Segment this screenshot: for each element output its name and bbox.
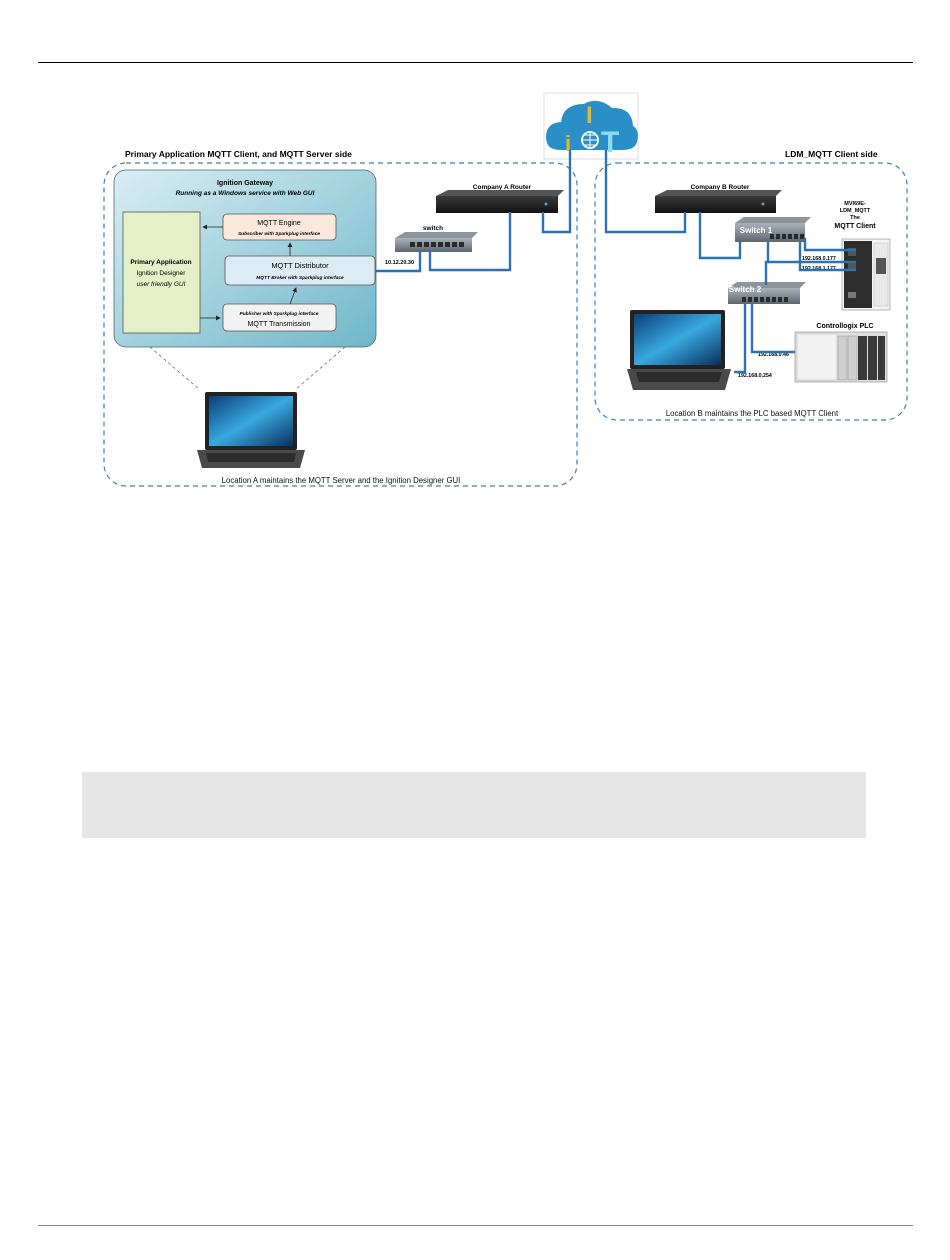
switch-2-label: Switch 2	[729, 285, 762, 294]
switch-a-icon	[395, 232, 478, 252]
mqtt-transmission-title: MQTT Transmission	[248, 321, 311, 328]
location-a-cables	[376, 150, 572, 273]
location-b-cables	[604, 150, 856, 374]
transmission-to-distributor-arrow	[289, 287, 297, 305]
ignition-gateway-panel: Ignition Gateway Running as a Windows se…	[113, 169, 377, 348]
switch-1-icon	[735, 217, 811, 242]
note-box	[82, 772, 866, 838]
cloud-letter-i-small: i	[565, 131, 571, 156]
location-a-caption: Location A maintains the MQTT Server and…	[222, 476, 461, 485]
zoom-guide-left	[149, 346, 201, 391]
primary-application-box	[122, 211, 201, 334]
cloud-letter-i-top: I	[586, 102, 593, 129]
ip-label-4: 192.168.0.254	[738, 373, 772, 379]
laptop-b-icon	[627, 308, 734, 392]
left-side-title: Primary Application MQTT Client, and MQT…	[125, 149, 352, 159]
controllogix-plc-icon	[794, 331, 888, 383]
mvi69e-module-icon	[841, 238, 891, 311]
primary-app-line2: Ignition Designer	[137, 270, 187, 277]
mqtt-transmission-sub: Publisher with Sparkplug interface	[240, 311, 319, 317]
client-label-2: LDM_MQTT	[840, 208, 871, 214]
mqtt-engine-sub: Subscriber with Sparkplug interface	[238, 231, 320, 237]
footer-rule	[38, 1225, 913, 1226]
primary-app-line1: Primary Application	[130, 259, 191, 266]
laptop-a-icon	[195, 390, 309, 472]
gateway-title: Ignition Gateway	[217, 180, 273, 187]
mqtt-distributor-title: MQTT Distributor	[271, 261, 329, 270]
plc-label: Controllogix PLC	[816, 323, 873, 330]
cloud-letter-t: T	[601, 126, 619, 159]
ip-label-3: 192.168.0.46	[758, 352, 789, 358]
location-a-region	[103, 162, 578, 487]
ip-label-1: 192.168.0.177	[802, 256, 836, 262]
router-a-icon	[436, 190, 564, 213]
router-a-label: Company A Router	[473, 184, 532, 191]
location-b-caption: Location B maintains the PLC based MQTT …	[666, 409, 839, 418]
mqtt-transmission-box	[222, 303, 337, 332]
location-b-region	[594, 162, 908, 421]
mqtt-distributor-sub: MQTT Broker with Sparkplug interface	[256, 275, 344, 281]
zoom-guide-right	[294, 346, 346, 391]
switch-1-label: Switch 1	[740, 226, 773, 235]
header-rule	[38, 62, 913, 63]
gateway-subtitle: Running as a Windows service with Web GU…	[176, 190, 315, 197]
network-diagram: I i T Primary Application MQTT Client, a…	[103, 92, 908, 487]
client-label-3: The	[850, 215, 860, 221]
switch-a-ip: 10.12.20.30	[385, 260, 414, 266]
cloud-iot-icon: I i T	[543, 92, 639, 160]
client-label-1: MVI69E-	[844, 201, 866, 207]
router-b-label: Company B Router	[691, 184, 750, 191]
switch-a-label: switch	[423, 225, 443, 232]
right-side-title: LDM_MQTT Client side	[785, 149, 878, 159]
mqtt-distributor-box	[224, 255, 376, 286]
mqtt-engine-title: MQTT Engine	[257, 220, 301, 227]
client-label-4: MQTT Client	[834, 223, 876, 230]
router-b-icon	[655, 190, 782, 213]
primary-app-line3: user friendly GUI	[137, 281, 186, 288]
